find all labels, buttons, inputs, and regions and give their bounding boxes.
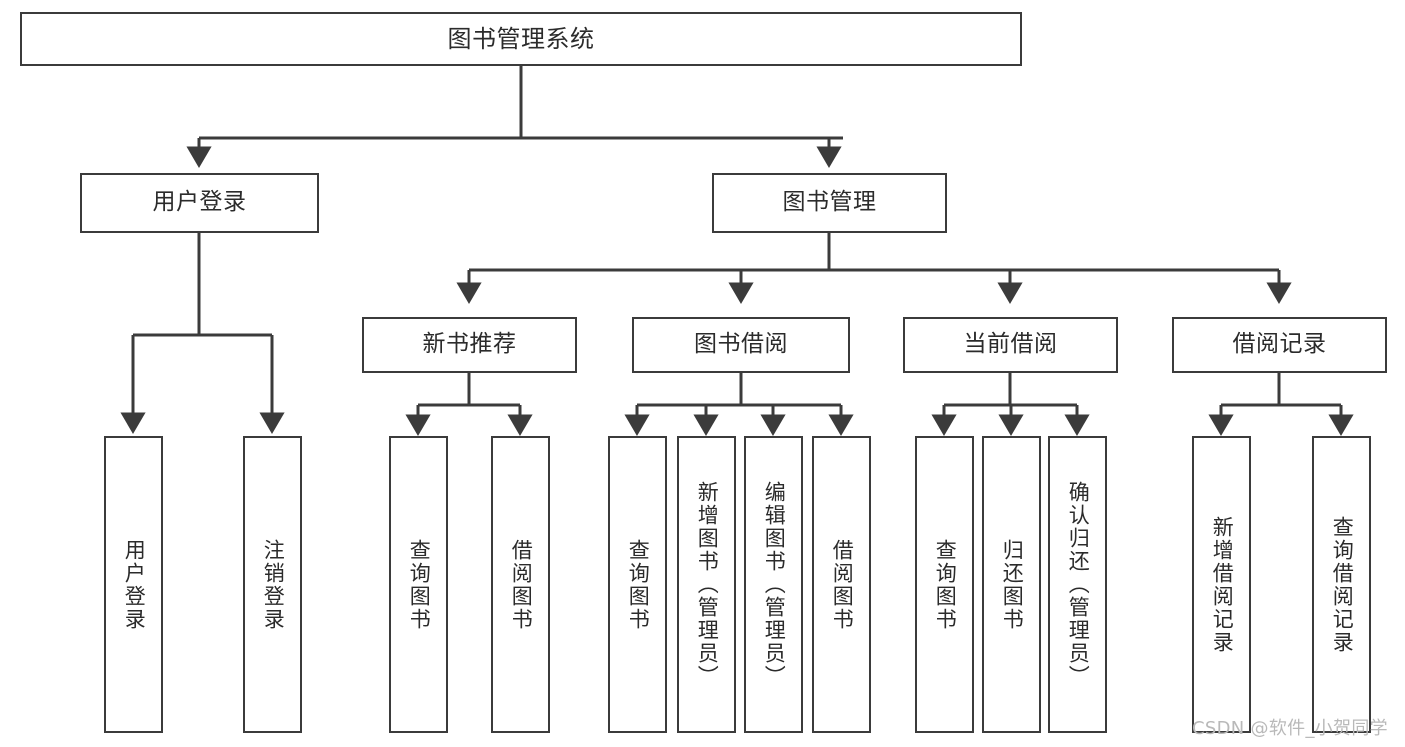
node-current-borrow[interactable]: 当前借阅	[903, 317, 1118, 373]
node-label: 查询图书	[933, 538, 958, 631]
node-leaf-add-record[interactable]: 新增借阅记录	[1192, 436, 1251, 733]
node-leaf-return-book[interactable]: 归还图书	[982, 436, 1041, 733]
node-leaf-borrow-book-1[interactable]: 借阅图书	[491, 436, 550, 733]
node-leaf-query-record[interactable]: 查询借阅记录	[1312, 436, 1371, 733]
node-label: 用户登录	[152, 189, 247, 216]
node-leaf-confirm-return[interactable]: 确认归还（管理员）	[1048, 436, 1107, 733]
node-label: 新书推荐	[422, 331, 517, 358]
node-leaf-add-book[interactable]: 新增图书（管理员）	[677, 436, 736, 733]
node-leaf-query-book-2[interactable]: 查询图书	[608, 436, 667, 733]
node-label: 查询图书	[407, 538, 432, 631]
node-label: 编辑图书（管理员）	[762, 481, 787, 688]
node-label: 图书管理	[782, 189, 877, 216]
node-label: 当前借阅	[963, 331, 1058, 358]
node-new-book-recommend[interactable]: 新书推荐	[362, 317, 577, 373]
node-label: 注销登录	[261, 538, 286, 631]
csdn-watermark: CSDN @软件_小贺同学	[1192, 718, 1388, 739]
node-label: 确认归还（管理员）	[1066, 481, 1091, 688]
node-leaf-borrow-book-2[interactable]: 借阅图书	[812, 436, 871, 733]
node-user-login[interactable]: 用户登录	[80, 173, 319, 233]
node-leaf-edit-book[interactable]: 编辑图书（管理员）	[744, 436, 803, 733]
node-book-management[interactable]: 图书管理	[712, 173, 947, 233]
node-label: 归还图书	[1000, 538, 1025, 631]
node-label: 查询借阅记录	[1330, 515, 1355, 654]
node-label: 新增借阅记录	[1210, 515, 1235, 654]
node-leaf-user-logout[interactable]: 注销登录	[243, 436, 302, 733]
node-borrow-record[interactable]: 借阅记录	[1172, 317, 1387, 373]
node-label: 借阅图书	[509, 538, 534, 631]
node-leaf-query-book-3[interactable]: 查询图书	[915, 436, 974, 733]
node-root-system[interactable]: 图书管理系统	[20, 12, 1022, 66]
node-label: 借阅图书	[830, 538, 855, 631]
node-label: 借阅记录	[1232, 331, 1327, 358]
node-label: 图书借阅	[694, 331, 788, 358]
node-label: 图书管理系统	[447, 24, 595, 53]
node-leaf-user-login[interactable]: 用户登录	[104, 436, 163, 733]
node-leaf-query-book-1[interactable]: 查询图书	[389, 436, 448, 733]
node-label: 查询图书	[626, 538, 651, 631]
node-label: 新增图书（管理员）	[695, 481, 720, 688]
node-book-borrow[interactable]: 图书借阅	[632, 317, 850, 373]
node-label: 用户登录	[122, 538, 147, 631]
